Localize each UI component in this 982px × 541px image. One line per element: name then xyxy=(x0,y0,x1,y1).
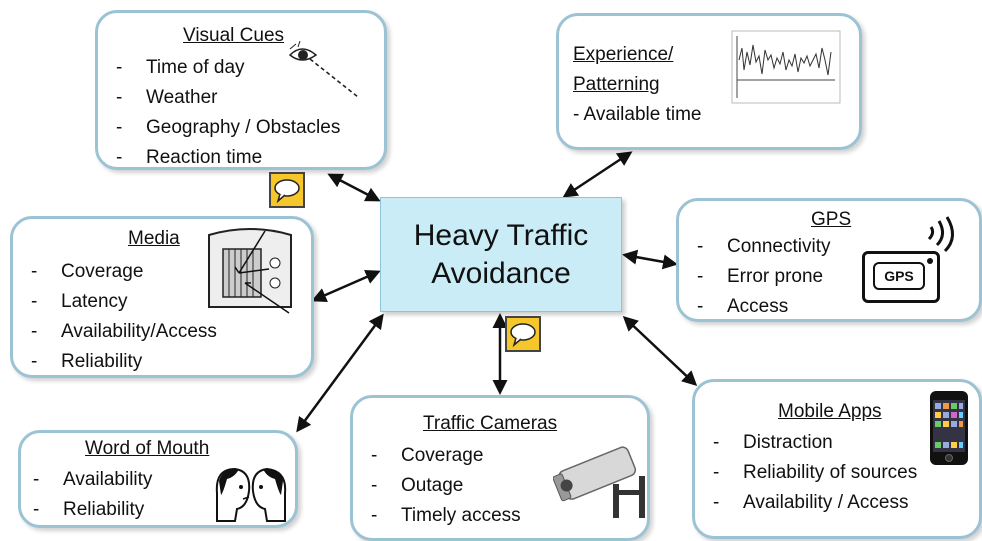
mobile-apps-title: Mobile Apps xyxy=(778,401,882,422)
word-of-mouth-box: Word of Mouth Availability Reliability xyxy=(18,430,298,528)
list-item: Connectivity xyxy=(697,232,831,262)
mobile-apps-list: Distraction Reliability of sources Avail… xyxy=(713,428,917,518)
gps-device-icon: GPS xyxy=(862,251,940,303)
list-item: Availability xyxy=(33,465,152,495)
list-item: Coverage xyxy=(371,441,521,471)
gps-box: GPS Connectivity Error prone Access GPS xyxy=(676,198,982,322)
gps-list: Connectivity Error prone Access xyxy=(697,232,831,322)
word-of-mouth-list: Availability Reliability xyxy=(33,465,152,525)
list-item: Access xyxy=(697,292,831,322)
gps-device-label: GPS xyxy=(884,268,914,284)
list-item: Geography / Obstacles xyxy=(116,113,340,143)
list-item: Coverage xyxy=(31,257,217,287)
signal-waves-icon xyxy=(927,216,954,253)
gossip-icon xyxy=(215,467,287,522)
speech-bubble-icon xyxy=(505,316,541,352)
arrow-mobile-apps xyxy=(622,315,698,387)
list-item: Distraction xyxy=(713,428,917,458)
experience-item: - Available time xyxy=(573,104,702,125)
list-item: Reliability xyxy=(31,347,217,377)
list-item: Time of day xyxy=(116,53,340,83)
visual-cues-title: Visual Cues xyxy=(183,25,285,46)
list-item: Reliability of sources xyxy=(713,458,917,488)
gps-device-screen: GPS xyxy=(873,262,925,290)
list-item: Reaction time xyxy=(116,143,340,173)
media-title: Media xyxy=(128,228,180,249)
list-item: Error prone xyxy=(697,262,831,292)
central-topic-line2: Avoidance xyxy=(431,257,571,290)
media-box: Media Coverage Latency Availability/Acce… xyxy=(10,216,314,378)
list-item: Availability / Access xyxy=(713,488,917,518)
experience-title-line2: Patterning xyxy=(573,74,660,95)
speech-bubble-icon xyxy=(269,172,305,208)
radio-icon xyxy=(208,228,292,314)
list-item: Timely access xyxy=(371,501,521,531)
arrow-visual-cues xyxy=(327,173,381,202)
traffic-cameras-box: Traffic Cameras Coverage Outage Timely a… xyxy=(350,395,650,541)
arrow-media xyxy=(311,269,381,303)
central-topic: Heavy Traffic Avoidance xyxy=(380,197,622,312)
experience-box: Experience/ Patterning - Available time xyxy=(556,13,862,150)
arrow-word-of-mouth xyxy=(296,313,384,433)
line-graph-icon xyxy=(731,30,841,104)
list-item: Weather xyxy=(116,83,340,113)
security-camera-icon xyxy=(553,446,645,518)
traffic-cameras-title: Traffic Cameras xyxy=(423,413,558,434)
smartphone-icon xyxy=(930,391,968,465)
eye-icon xyxy=(288,41,359,98)
word-of-mouth-title: Word of Mouth xyxy=(85,438,210,459)
mobile-apps-box: Mobile Apps Distraction Reliability of s… xyxy=(692,379,982,539)
visual-cues-box: Visual Cues Time of day Weather Geograph… xyxy=(95,10,387,170)
list-item: Latency xyxy=(31,287,217,317)
list-item: Availability/Access xyxy=(31,317,217,347)
experience-title-line1: Experience/ xyxy=(573,44,674,65)
list-item: Outage xyxy=(371,471,521,501)
arrow-gps xyxy=(622,249,678,270)
arrow-experience xyxy=(562,151,633,198)
central-topic-line1: Heavy Traffic xyxy=(413,219,589,252)
traffic-cameras-list: Coverage Outage Timely access xyxy=(371,441,521,531)
media-list: Coverage Latency Availability/Access Rel… xyxy=(31,257,217,377)
visual-cues-list: Time of day Weather Geography / Obstacle… xyxy=(116,53,340,173)
gps-title: GPS xyxy=(811,209,852,230)
list-item: Reliability xyxy=(33,495,152,525)
